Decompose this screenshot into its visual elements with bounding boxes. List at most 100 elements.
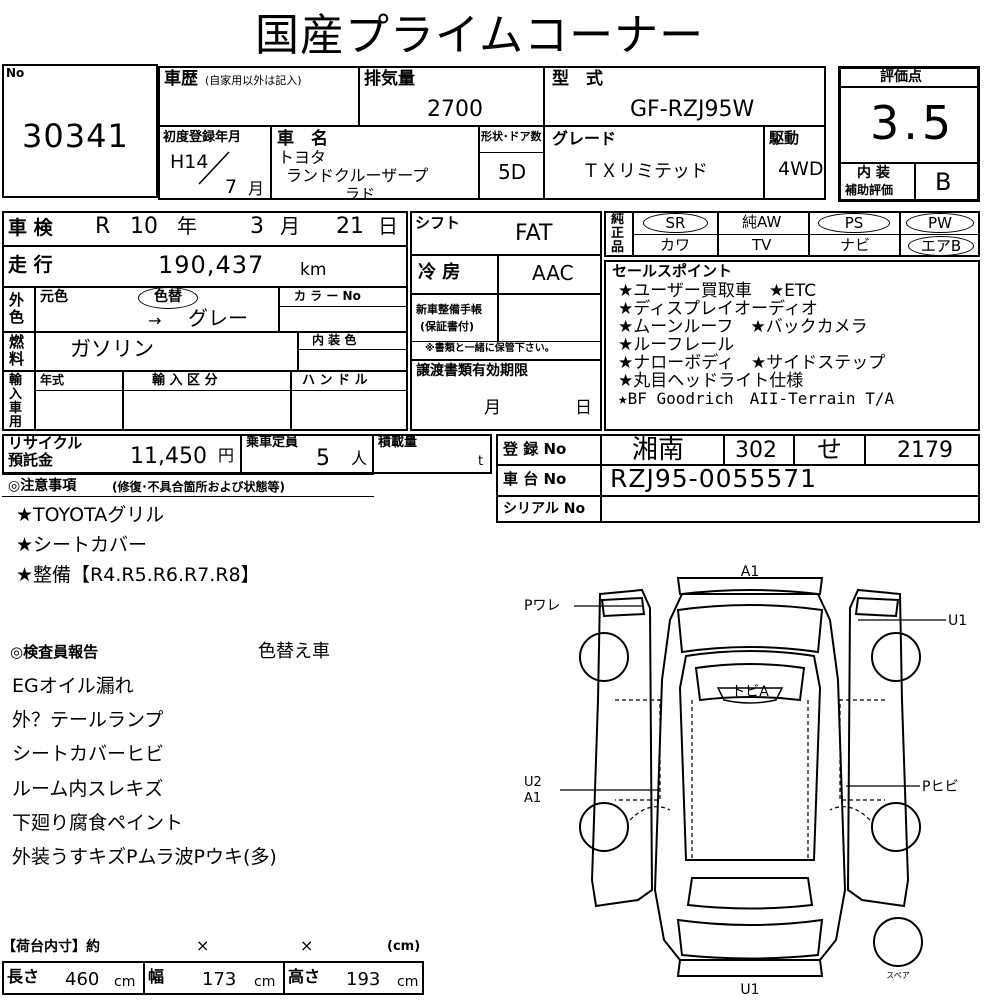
option-navi: ナビ xyxy=(840,236,871,254)
model-label: 型 式 xyxy=(552,69,603,89)
chassis-label: 車 台 No xyxy=(503,470,567,488)
recycle-label-2: 預託金 xyxy=(8,451,54,469)
inspector-line: シートカバーヒビ xyxy=(12,743,165,765)
diagram-label-bottom: U1 xyxy=(740,982,759,998)
sales-point: ★丸目ヘッドライト仕様 xyxy=(618,371,804,391)
option-power-steering: PS xyxy=(818,213,890,233)
drive-label: 駆動 xyxy=(769,129,800,147)
diagram-label-spare: スペア xyxy=(886,971,909,980)
inspector-headline: 色替え車 xyxy=(258,641,330,662)
serial-label: シリアル No xyxy=(503,501,586,517)
cargo-unit: (cm) xyxy=(387,939,421,954)
capacity-label: 乗車定員 xyxy=(246,435,299,450)
recycle-label-1: リサイクル xyxy=(8,434,83,452)
registration-kana: せ xyxy=(817,435,843,464)
diagram-label-right-top: U1 xyxy=(948,613,967,629)
mileage-label: 走 行 xyxy=(8,254,53,276)
import-type-label: 輸 入 区 分 xyxy=(152,373,218,388)
inspector-label: ◎検査員報告 xyxy=(10,643,99,661)
mileage-value: 190,437 xyxy=(158,251,265,279)
inspection-month-unit: 月 xyxy=(280,214,300,238)
inspector-line: ルーム内スレキズ xyxy=(12,778,164,800)
sales-point: ★ユーザー買取車 ★ETC xyxy=(618,281,817,301)
maintenance-label-2: (保証書付) xyxy=(420,320,475,333)
page-title: 国産プライムコーナー xyxy=(255,10,705,61)
grade-label: グレード xyxy=(552,129,617,148)
option-sunroof: SR xyxy=(643,213,708,233)
score-label: 評価点 xyxy=(880,69,922,85)
color-no-label: カ ラ ー No xyxy=(294,289,361,303)
cargo-label: 【荷台内寸】約 xyxy=(2,939,100,955)
option-airbag: エアB xyxy=(908,236,974,256)
dimensions-row xyxy=(2,961,424,995)
first-reg-slash xyxy=(198,151,230,185)
registration-number: 2179 xyxy=(897,438,953,463)
diagram-label-right-mid: Pヒビ xyxy=(922,779,958,795)
import-side-label: 輸入車用 xyxy=(9,373,23,430)
diagram-label-left-mid-2: A1 xyxy=(524,791,541,806)
inspection-year-unit: 年 xyxy=(177,214,197,238)
inspector-line: 下廻り腐食ペイント xyxy=(12,812,184,834)
cargo-times-2: × xyxy=(300,936,314,955)
inspector-line: 外装うすキズPムラ波Pウキ(多) xyxy=(12,846,277,868)
car-name-line-1: ランドクルーザープ xyxy=(286,166,429,185)
transfer-label: 譲渡書類有効期限 xyxy=(416,363,528,379)
inspector-line: EGオイル漏れ xyxy=(12,675,134,697)
width-unit: cm xyxy=(254,974,276,990)
notes-sub-label: (修復･不具合箇所および状態等) xyxy=(112,480,285,494)
basic-info-block xyxy=(2,211,408,431)
length-label: 長さ xyxy=(7,967,40,986)
capacity-unit: 人 xyxy=(351,449,368,468)
ac-value: AAC xyxy=(532,261,574,285)
import-year-label: 年式 xyxy=(40,373,65,387)
note-line: ★シートカバー xyxy=(16,534,148,556)
genuine-side-label: 純正品 xyxy=(611,212,625,255)
repaint-mark: 色替 xyxy=(138,287,198,309)
load-unit: t xyxy=(478,454,484,469)
diagram-label-left-top: Pワレ xyxy=(524,598,560,614)
fuel-value: ガソリン xyxy=(70,337,154,361)
color-arrow: → xyxy=(148,311,162,330)
transfer-month-unit: 月 xyxy=(484,398,501,418)
displacement-label: 排気量 xyxy=(364,69,415,89)
exterior-color-side-label: 外色 xyxy=(9,291,25,326)
car-name-line-2: ラド xyxy=(345,185,376,203)
shift-label: シフト xyxy=(415,214,461,232)
shift-value: FAT xyxy=(515,221,553,246)
inspector-line: 外？テールランプ xyxy=(12,709,164,731)
score-box xyxy=(838,66,980,202)
load-label: 積載量 xyxy=(378,435,418,450)
recycle-block xyxy=(2,434,492,474)
car-maker: トヨタ xyxy=(278,148,327,167)
history-label: 車歴 xyxy=(164,69,198,89)
lot-number: 30341 xyxy=(22,117,129,155)
note-line: ★整備【R4.R5.R6.R7.R8】 xyxy=(16,564,260,586)
drive-value: 4WD xyxy=(778,158,824,180)
vehicle-damage-diagram: A1 Pワレ U1 トビA U2 A1 Pヒビ U1 スペア xyxy=(524,564,967,998)
note-line: ★TOYOTAグリル xyxy=(16,504,165,526)
height-unit: cm xyxy=(397,974,419,990)
sales-points-label: セールスポイント xyxy=(612,262,733,280)
sales-point: ★ディスプレイオーディオ xyxy=(618,299,818,319)
header-grid xyxy=(158,66,826,200)
model-value: GF-RZJ95W xyxy=(630,97,755,122)
body-label: 形状･ドア数 xyxy=(481,130,542,143)
option-alloy-wheel: 純AW xyxy=(742,213,782,231)
original-color-label: 元色 xyxy=(40,289,68,305)
interior-color-label: 内 装 色 xyxy=(312,333,357,347)
diagram-label-top: A1 xyxy=(741,564,759,580)
color-value: グレー xyxy=(188,306,248,330)
maintenance-label-1: 新車整備手帳 xyxy=(416,303,482,316)
option-power-window: PW xyxy=(906,213,974,233)
height-label: 高さ xyxy=(288,967,321,986)
height-value: 193 xyxy=(346,969,381,990)
inspection-era: R xyxy=(95,214,111,239)
interior-score-value: B xyxy=(935,168,952,196)
inspection-day: 21 xyxy=(336,214,364,239)
registration-area: 湘南 xyxy=(632,435,685,465)
inspection-day-unit: 日 xyxy=(378,214,398,238)
grade-value: ＴＸリミテッド xyxy=(582,161,708,182)
car-name-label: 車 名 xyxy=(277,129,328,149)
maintenance-note: ※書類と一緒に保管下さい。 xyxy=(425,343,555,354)
sales-point: ★ムーンルーフ ★バックカメラ xyxy=(618,317,868,337)
